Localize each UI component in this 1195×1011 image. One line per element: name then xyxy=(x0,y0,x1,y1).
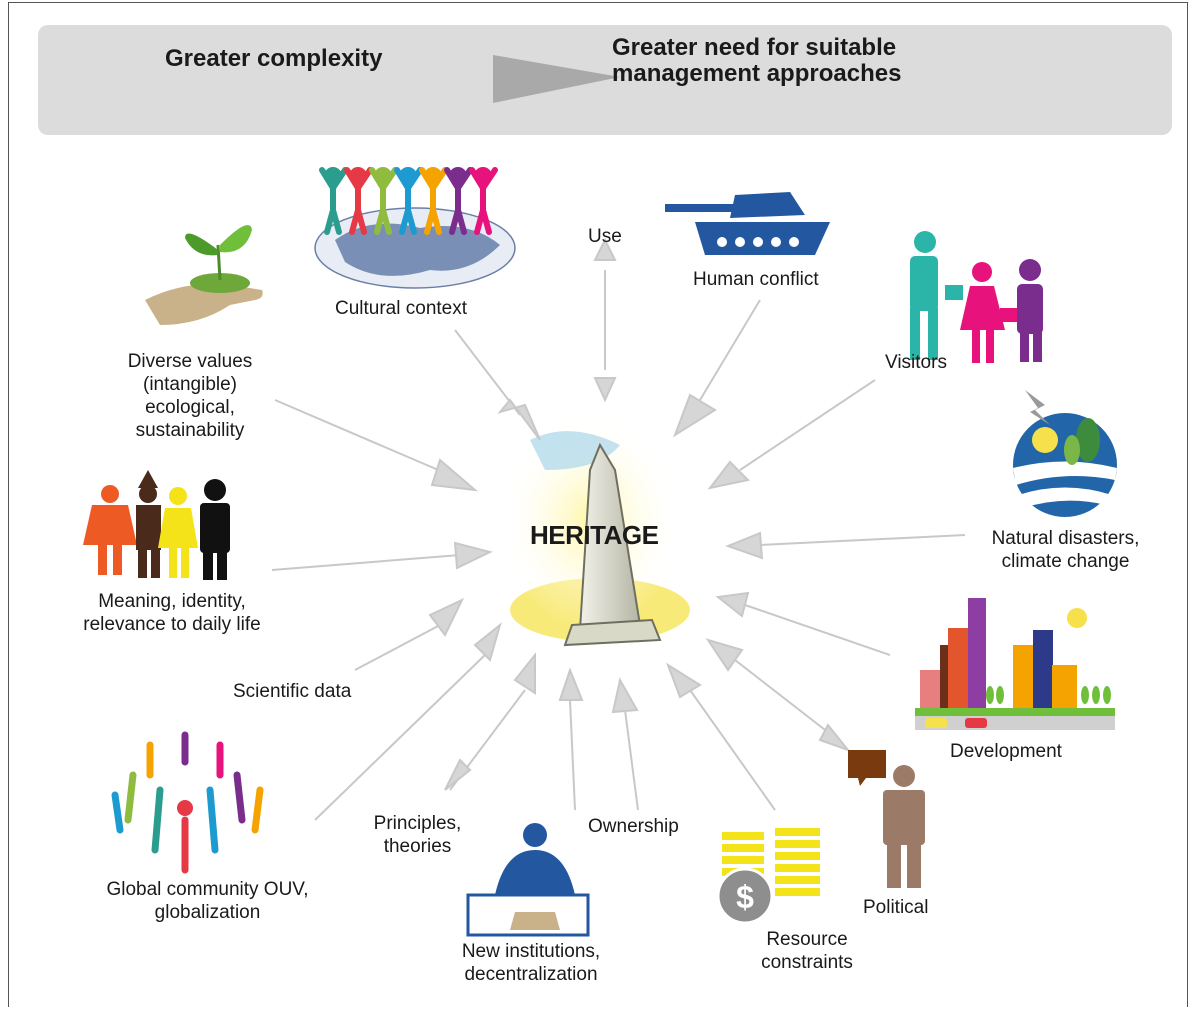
visitors-icon xyxy=(910,231,1043,363)
label-development: Development xyxy=(950,741,1062,762)
label-scientific-data: Scientific data xyxy=(233,681,352,702)
global-community-icon xyxy=(111,731,264,874)
label-meaning-identity: Meaning, identity, relevance to daily li… xyxy=(83,591,261,635)
banner-arrow-icon xyxy=(493,55,620,103)
label-natural-disasters: Natural disasters, climate change xyxy=(991,528,1140,572)
coins-icon: $ xyxy=(716,828,820,925)
heritage-monument-icon xyxy=(500,410,690,647)
plant-in-hand-icon xyxy=(145,225,263,325)
natural-disaster-icon xyxy=(1013,390,1117,517)
label-global-community: Global community OUV, globalization xyxy=(106,879,309,923)
heritage-label: HERITAGE xyxy=(530,520,659,550)
label-use: Use xyxy=(588,226,622,247)
cultural-context-icon xyxy=(314,167,516,289)
label-resource-constraints: Resource constraints xyxy=(761,929,853,973)
connector-arrows xyxy=(271,237,966,821)
diagram-frame xyxy=(8,2,1188,1007)
label-visitors: Visitors xyxy=(885,352,947,373)
label-principles-theories: Principles, theories xyxy=(373,813,462,857)
banner-right-text: Greater need for suitable management app… xyxy=(612,34,902,87)
label-political: Political xyxy=(863,897,929,918)
label-ownership: Ownership xyxy=(588,816,679,837)
svg-text:$: $ xyxy=(736,879,754,915)
city-icon xyxy=(915,598,1115,730)
label-diverse-values: Diverse values (intangible) ecological, … xyxy=(127,351,253,441)
banner-left-text: Greater complexity xyxy=(165,45,383,72)
label-new-institutions: New institutions, decentralization xyxy=(461,941,601,985)
tank-icon xyxy=(665,192,830,255)
label-cultural-context: Cultural context xyxy=(335,298,468,319)
label-human-conflict: Human conflict xyxy=(693,269,819,290)
institution-icon xyxy=(466,823,590,937)
family-icon xyxy=(83,470,230,580)
politician-icon xyxy=(848,750,925,888)
